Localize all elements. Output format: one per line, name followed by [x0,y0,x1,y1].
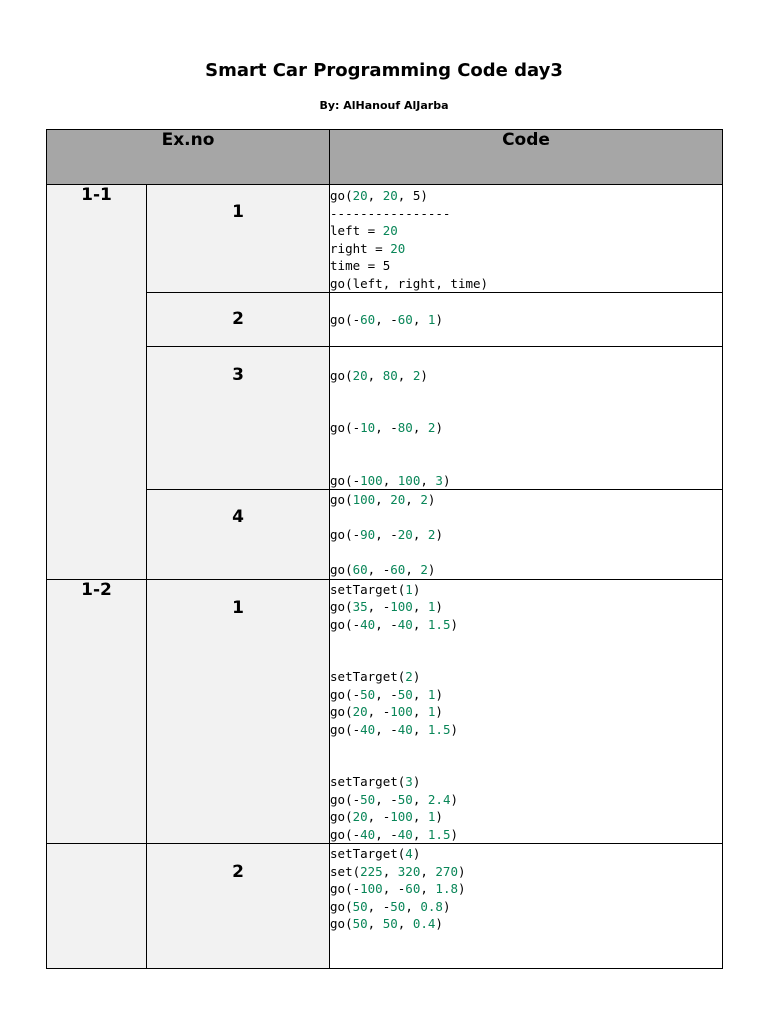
code-line: go(-10, -80, 2) [330,420,443,435]
code-line [331,454,722,472]
code-line [331,651,722,669]
code-line: set(225, 320, 270) [330,863,466,879]
code-line: go(-40, -40, 1.5) [330,721,459,737]
header-ex-no: Ex.no [45,129,331,185]
document-author: By: AlHanouf AlJarba [319,99,449,112]
code-line: go(50, 50, 0.4) [330,916,443,931]
code-line: go(20, -100, 1) [330,704,443,719]
code-cell: setTarget(4) set(225, 320, 270) go(-100, -… [329,843,724,969]
exercise-number: 1 [145,184,331,293]
code-line: setTarget(4) [330,846,421,861]
code-line [331,384,722,402]
code-line: setTarget(2) [330,669,421,684]
document-title: Smart Car Programming Code day3 [205,60,563,81]
code-line: go(-50, -50, 2.4) [330,791,459,807]
code-line [331,349,722,367]
code-line: go(-40, -40, 1.5) [330,826,459,842]
table-row: 4 go(100, 20, 2) go(-90, -20, 2) go(60, -6… [47,489,724,580]
group-label: 1-1 [46,184,147,580]
code-line [331,738,722,756]
exercise-number: 3 [145,346,331,490]
code-line: go(-50, -50, 1) [330,686,443,702]
code-line: time = 5 [330,258,391,273]
code-line: go(-90, -20, 2) [330,527,443,542]
code-line: go(50, -50, 0.8) [330,898,451,914]
code-line: go(-40, -40, 1.5) [330,616,459,632]
code-table: Ex.no Code 1-1 1 go(20, 20, 5) ----------… [45,129,724,969]
table-row: 3 go(20, 80, 2) go(-10, -80, 2) go(-100, 1… [47,346,724,490]
code-line [331,402,722,420]
code-line [331,509,722,527]
code-cell: setTarget(1) go(35, -100, 1) go(-40, -40, … [329,578,724,844]
exercise-number: 1 [145,578,331,844]
table-row: 1-1 1 go(20, 20, 5) ---------------- left … [46,184,724,580]
code-cell: go(20, 20, 5) ---------------- left = 20 ri… [329,184,724,293]
table-row: 1-2 1 setTarget(1) go(35, -100, 1) go(-40,… [46,578,724,844]
code-line: go(-100, -60, 1.8) [330,881,466,896]
code-line [331,633,722,651]
code-line: go(20, -100, 1) [330,809,443,824]
code-line: go(35, -100, 1) [330,599,443,614]
code-line: setTarget(1) [330,581,421,597]
code-line: go(-60, -60, 1) [330,311,443,327]
code-line: go(60, -60, 2) [330,562,436,577]
code-line [331,756,722,774]
code-line: go(20, 20, 5) [330,188,428,203]
group-label [46,843,147,969]
table-row: 2 setTarget(4) set(225, 320, 270) go(-100,… [46,843,724,969]
code-line [331,544,722,562]
code-line [331,294,722,311]
exercise-number: 2 [145,843,331,969]
code-line: go(100, 20, 2) [330,492,436,507]
code-line: left = 20 [330,223,398,238]
code-line: setTarget(3) [330,774,421,789]
exercise-number: 4 [145,489,331,580]
code-cell: go(100, 20, 2) go(-90, -20, 2) go(60, -60,… [329,489,724,580]
code-cell: go(-60, -60, 1) [329,292,724,347]
table-header-row: Ex.no Code [45,129,724,185]
code-line: right = 20 [330,240,406,256]
code-line: go(left, right, time) [330,275,489,291]
code-line: ---------------- [330,205,451,221]
table-row: 2 go(-60, -60, 1) [47,292,724,347]
header-code: Code [329,129,724,185]
group-label: 1-2 [46,578,147,844]
exercise-number: 2 [145,292,331,347]
code-line: go(-100, 100, 3) [330,472,451,488]
code-line [331,437,722,455]
code-cell: go(20, 80, 2) go(-10, -80, 2) go(-100, 100… [329,346,724,490]
code-line: go(20, 80, 2) [330,367,428,383]
